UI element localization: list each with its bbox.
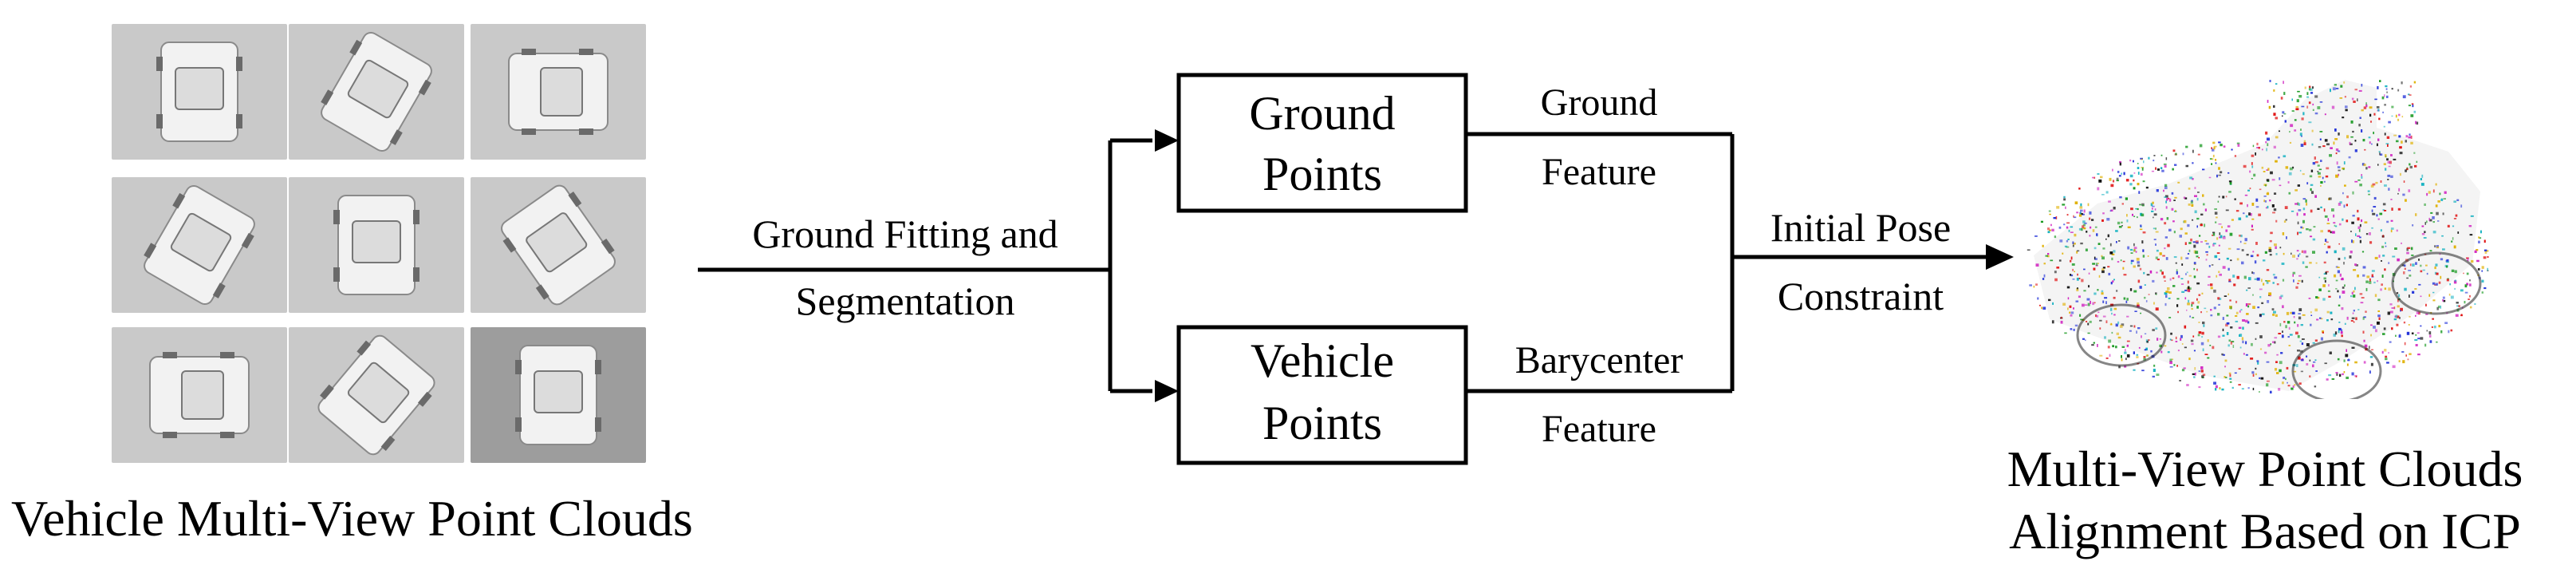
output-caption-line2: Alignment Based on ICP xyxy=(2009,503,2521,559)
ground-feature-line1: Ground xyxy=(1540,81,1658,124)
car-silhouette xyxy=(501,184,616,306)
ground-points-line2: Points xyxy=(1262,148,1383,200)
view-tile-3 xyxy=(471,24,646,160)
vehicle-points-line1: Vehicle xyxy=(1251,334,1394,387)
car-silhouette xyxy=(333,195,419,295)
step1-label-line1: Ground Fitting and xyxy=(752,211,1058,256)
car-silhouette xyxy=(508,49,609,135)
step2-label-line2: Constraint xyxy=(1777,274,1944,318)
barycenter-feature-line2: Feature xyxy=(1542,408,1656,450)
car-silhouette xyxy=(144,184,255,306)
aligned-point-cloud xyxy=(2027,80,2489,399)
wheel-outline xyxy=(2076,303,2167,367)
view-tile-7 xyxy=(112,327,287,463)
colored-points xyxy=(2027,80,2489,393)
arrowhead-output xyxy=(1986,244,2014,270)
car-silhouette xyxy=(321,31,432,152)
ground-feature-line2: Feature xyxy=(1542,151,1656,193)
ground-points-box xyxy=(1176,73,1468,213)
output-caption-line1: Multi-View Point Clouds xyxy=(2007,441,2523,497)
inputs-caption: Vehicle Multi-View Point Clouds xyxy=(11,490,693,547)
view-tile-5 xyxy=(289,177,464,313)
vehicle-points-line2: Points xyxy=(1262,397,1383,449)
view-tile-9 xyxy=(471,327,646,463)
arrowhead-ground xyxy=(1155,129,1179,152)
car-silhouette xyxy=(156,42,242,142)
view-tile-2 xyxy=(289,24,464,160)
barycenter-feature-line1: Barycenter xyxy=(1514,339,1684,381)
arrowhead-vehicle xyxy=(1155,380,1179,402)
car-silhouette xyxy=(317,334,435,456)
ground-points-line1: Ground xyxy=(1249,87,1396,140)
wheel-outline xyxy=(2291,339,2382,399)
cloud-silhouette xyxy=(2034,80,2480,391)
view-tile-1 xyxy=(112,24,287,160)
step1-label-line2: Segmentation xyxy=(795,279,1015,323)
vehicle-points-box xyxy=(1176,325,1468,465)
wheel-outline xyxy=(2391,251,2482,315)
view-tile-8 xyxy=(289,327,464,463)
view-tile-6 xyxy=(471,177,646,313)
car-silhouette xyxy=(515,345,601,445)
car-silhouette xyxy=(149,352,250,438)
step2-label-line1: Initial Pose xyxy=(1770,205,1952,250)
view-tile-4 xyxy=(112,177,287,313)
